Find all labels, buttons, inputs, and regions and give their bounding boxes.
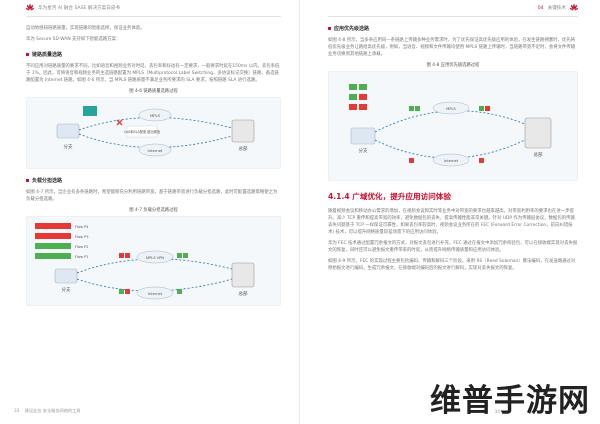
bullet-load-balance-body: 如图 4-7 所示，当企业有多条链路时，希望能够充分利用链路带宽，基于链路带宽进… [26, 190, 278, 202]
left-page-number: 33 [14, 408, 20, 413]
mpls-path [76, 258, 233, 274]
branch-router-icon [56, 123, 80, 139]
right-footer: 34 [495, 409, 500, 414]
hq-building-icon [231, 262, 255, 288]
flow-row-p3 [35, 233, 71, 239]
qos-badge-icon [83, 106, 97, 116]
mpls-label: MPLS [446, 107, 456, 111]
bullet-app-priority: 应用优先级选路 [328, 25, 578, 32]
flow-blocks-internet [119, 289, 182, 294]
mpls-cloud-icon [432, 101, 470, 115]
right-page-number: 34 [494, 409, 500, 414]
chapter-title: 关键技术 [547, 6, 566, 11]
internet-label: Internet [147, 148, 163, 153]
section-4-1-4-title: 4.1.4 广域优化，提升应用访问体验 [328, 192, 451, 201]
wan-opt-para-3: 如图 4-9 所示，FEC 的实现过程主要包括编码、传输和解码三个阶段，采用 R… [328, 259, 576, 271]
watermark: 维普手游网 [430, 383, 590, 419]
app-priority-rows [349, 84, 367, 110]
flow-label-p2: Flow P2 [75, 245, 88, 249]
hq-label: 总部 [239, 145, 248, 152]
flow-blocks-mpls [119, 253, 188, 258]
hq-building-icon [231, 119, 255, 143]
flow-row-p1 [35, 253, 71, 259]
bullet-link-quality-title: 链路质量选路 [32, 52, 63, 58]
bullet-icon [26, 179, 29, 182]
right-page: 04 关键技术 应用优先级选路 如图 4-8 所示，当多条应用同一条链路上传输多… [300, 0, 600, 424]
flow-row-p4 [35, 223, 71, 229]
priority-blocks-internet [409, 158, 484, 163]
chapter-number: 04 [537, 5, 544, 11]
fail-x-icon [116, 119, 123, 126]
flow-row-p2 [35, 243, 71, 249]
figure-4-6-diagram: 分支 总部 MPLS Internet QoS和SLA配置 超出阈值 [56, 106, 255, 157]
flow-rows: Flow P4 Flow P3 Flow P2 Flow P1 [35, 223, 89, 259]
intro-line-2: 华为 Secure SD-WAN 支持如下智能选路方案： [26, 37, 121, 42]
branch-label: 分支 [62, 286, 71, 293]
figure-4-7-caption: 图 4-7 负载分担选路过程 [129, 208, 178, 213]
left-footer: 33 建设业务 安全服务网络的工具 [14, 408, 80, 414]
figure-4-8: MPLS Internet 分支 总部 [328, 71, 578, 181]
bullet-app-priority-title: 应用优先级选路 [334, 26, 370, 32]
bullet-icon [328, 27, 331, 30]
internet-cloud-icon [432, 153, 470, 167]
left-page: 华为星河 AI 融合 SASE 解决方案白皮书 自动地感知链路质量，实现链路的智… [14, 0, 300, 424]
hq-building-icon [524, 117, 552, 149]
bullet-load-balance: 负载分担选路 [26, 177, 281, 184]
right-header: 04 关键技术 [328, 0, 578, 17]
branch-router-icon [54, 268, 78, 284]
intro-line-1: 自动地感知链路质量，实现链路的智能选择，保证业务体验。 [26, 26, 145, 31]
mpls-cloud-icon [136, 250, 174, 264]
left-footer-text: 建设业务 安全服务网络的工具 [24, 408, 81, 413]
figure-4-7: Flow P4 Flow P3 Flow P2 Flow P1 [26, 216, 281, 306]
mpls-cloud-icon [138, 108, 172, 122]
branch-label: 分支 [359, 147, 368, 154]
figure-4-6: 分支 总部 MPLS Internet QoS和SLA配置 超出阈值 [26, 97, 281, 169]
left-header-title: 华为星河 AI 融合 SASE 解决方案白皮书 [38, 6, 121, 11]
branch-label: 分支 [64, 143, 73, 150]
priority-blocks-mpls [409, 106, 490, 111]
mpls-label: MPLS [150, 113, 161, 118]
left-header: 华为星河 AI 融合 SASE 解决方案白皮书 [26, 0, 281, 17]
flow-label-p1: Flow P1 [75, 255, 88, 259]
internet-path [76, 278, 233, 292]
hq-label: 总部 [534, 151, 543, 158]
internet-label: Internet [444, 159, 459, 163]
bullet-icon [26, 53, 29, 56]
figure-4-8-diagram: MPLS Internet 分支 总部 [349, 84, 552, 167]
figure-4-7-diagram: Flow P4 Flow P3 Flow P2 Flow P1 [35, 223, 255, 300]
flow-label-p4: Flow P4 [75, 225, 89, 229]
bullet-link-quality-body: 不同应用对链路质量的要求不同，比如语音和视频业务对时延、丢包率和抖动有一定要求，… [26, 64, 280, 83]
bullet-load-balance-title: 负载分担选路 [32, 178, 63, 184]
callout-box [126, 125, 158, 138]
figure-4-8-caption: 图 4-8 应用优先级选路过程 [426, 63, 480, 68]
bullet-link-quality: 链路质量选路 [26, 51, 281, 58]
huawei-logo-icon [26, 4, 34, 11]
callout-label: QoS和SLA配置 超出阈值 [124, 129, 161, 134]
figure-4-6-caption: 图 4-6 链路质量选路过程 [129, 89, 178, 94]
internet-cloud-icon [138, 143, 172, 157]
branch-router-icon [350, 127, 376, 145]
huawei-logo-icon [570, 4, 578, 11]
flow-label-p3: Flow P3 [75, 235, 88, 239]
internet-label: Internet [148, 292, 163, 296]
internet-cloud-icon [136, 286, 174, 300]
bullet-app-priority-body: 如图 4-8 所示，当多条应用同一条链路上传输多种业务需求时，为了优先保证高优先… [328, 38, 576, 57]
wan-opt-para-1: 随着视频会议和移动办公需求的增加，在视频会议和实时等业务中对带宽的要求也越来越高… [328, 209, 575, 235]
hq-label: 总部 [239, 290, 248, 297]
wan-opt-para-2: 华为 FEC 技术通过配置冗余报文的方式，对报文丢包进行补充，FEC 通过在报文… [328, 241, 578, 253]
mpls-vpn-label: MPLS VPN [146, 256, 164, 260]
